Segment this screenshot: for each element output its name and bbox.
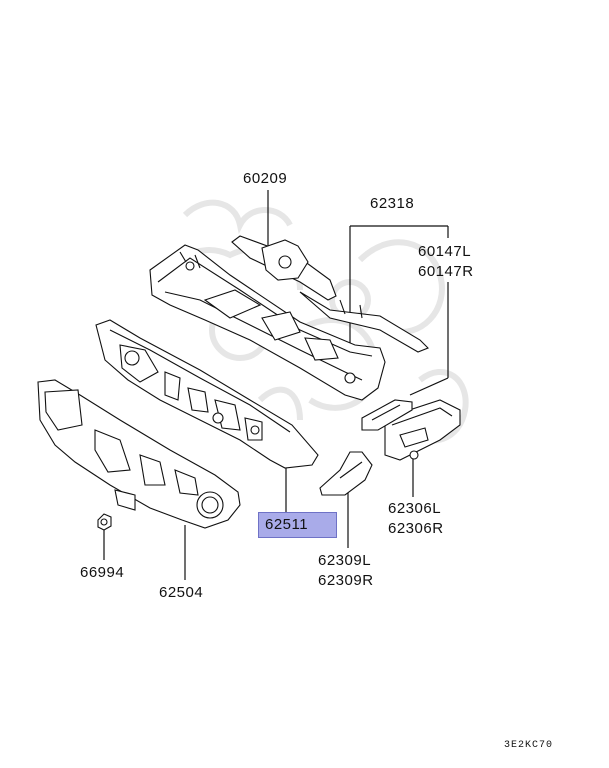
label-60147l: 60147L	[418, 243, 472, 260]
label-60209: 60209	[243, 170, 288, 187]
diagram-code: 3E2KC70	[504, 740, 554, 751]
bracket-60147-shape	[361, 399, 413, 431]
label-60147r: 60147R	[418, 263, 474, 280]
label-62306l: 62306L	[388, 500, 442, 517]
nut-66994-shape	[97, 513, 112, 531]
label-62504: 62504	[159, 584, 204, 601]
label-62309l: 62309L	[318, 552, 372, 569]
label-66994: 66994	[80, 564, 125, 581]
label-62318: 62318	[370, 195, 415, 212]
dash-panel-upper	[95, 319, 319, 469]
bracket-62309-shape	[319, 451, 373, 496]
label-62511[interactable]: 62511	[258, 512, 338, 538]
part-60209-shape	[231, 235, 429, 353]
leader-lines	[103, 190, 449, 580]
dash-insulator-panel	[37, 379, 241, 529]
label-62309r: 62309R	[318, 572, 374, 589]
label-62306r: 62306R	[388, 520, 444, 537]
cowl-top-panel	[149, 244, 386, 401]
